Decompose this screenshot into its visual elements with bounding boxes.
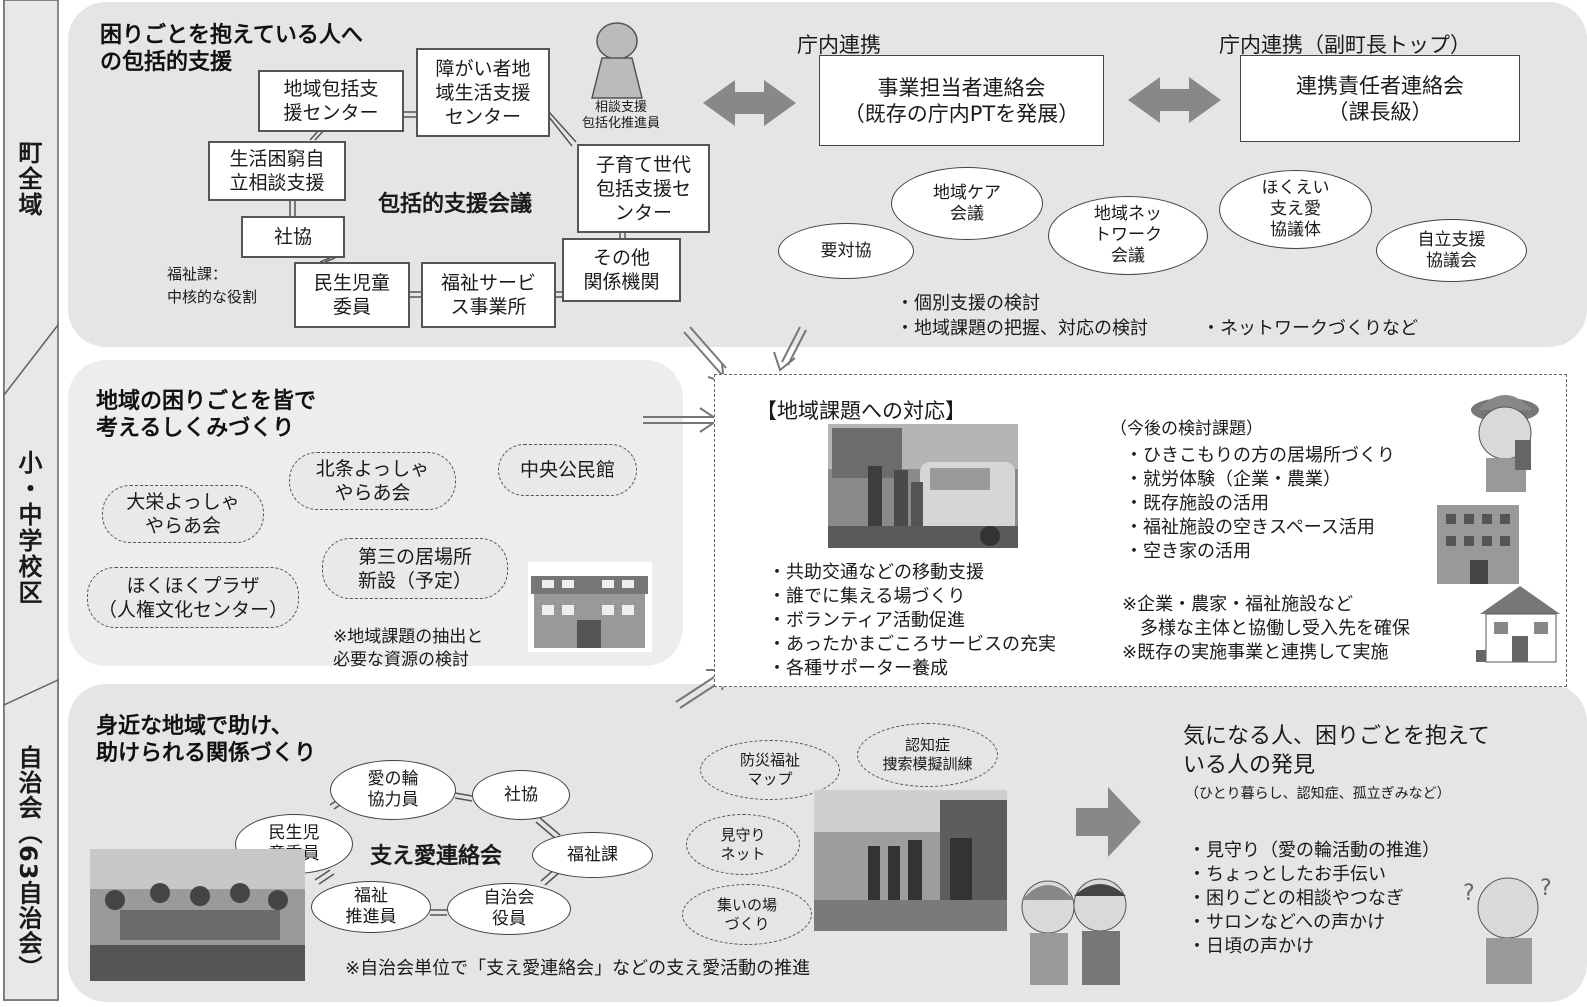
oval-hokuhoku-plaza: ほくほくプラザ （人権文化センター） xyxy=(87,567,299,628)
future-issue-item: ・福祉施設の空きスペース活用 xyxy=(1125,517,1375,538)
box-minsei-iin: 民生児童 委員 xyxy=(294,262,410,328)
axis-label-school: 小・中学校区 xyxy=(14,450,42,606)
discover-item: ・サロンなどへの声かけ xyxy=(1188,912,1386,933)
future-issues-list: ・ひきこもりの方の居場所づくり ・就労体験（企業・農業） ・既存施設の活用 ・福… xyxy=(1125,444,1395,564)
band2-note: ※地域課題の抽出と 必要な資源の検討 xyxy=(333,627,484,670)
band3-title: 身近な地域で助け、 助けられる関係づくり xyxy=(96,714,317,766)
oval-chuo-kominkan: 中央公民館 xyxy=(498,444,637,496)
oval-chiiki-care: 地域ケア 会議 xyxy=(891,167,1043,240)
oval-tsudoi-ba: 集いの場 づくり xyxy=(682,884,812,945)
center-note-2: ※既存の実施事業と連携して実施 xyxy=(1122,642,1389,663)
center-bullet: ・共助交通などの移動支援 xyxy=(768,562,984,583)
center-note-1: ※企業・農家・福祉施設など 多様な主体と協働し受入先を確保 xyxy=(1122,594,1410,639)
band3-note: ※自治会単位で「支え愛連絡会」などの支え愛活動の推進 xyxy=(345,958,811,979)
oval-bosai-map: 防災福祉 マップ xyxy=(700,740,840,800)
future-issue-item: ・ひきこもりの方の居場所づくり xyxy=(1125,445,1395,466)
box-shakyo: 社協 xyxy=(241,216,345,258)
center-box-title: 【地域課題への対応】 xyxy=(756,399,966,423)
oval-ring-shakyo: 社協 xyxy=(472,770,570,820)
oval-mimamori-net: 見守り ネット xyxy=(686,814,800,875)
future-issue-item: ・既存施設の活用 xyxy=(1125,493,1269,514)
center-bullet: ・誰でに集える場づくり xyxy=(768,586,966,607)
oval-jiritsu-shien: 自立支援 協議会 xyxy=(1376,219,1527,282)
chonai-label: 庁内連携 xyxy=(797,33,881,57)
box-kosodate-center: 子育て世代 包括支援セ ンター xyxy=(577,144,710,233)
discover-item: ・困りごとの相談やつなぎ xyxy=(1188,888,1404,909)
discover-item: ・日頃の声かけ xyxy=(1188,936,1314,957)
discover-subtitle: （ひとり暮らし、認知症、孤立ぎみなど） xyxy=(1185,786,1451,802)
future-issue-item: ・空き家の活用 xyxy=(1125,541,1251,562)
oval-daisan-ibasho: 第三の居場所 新設（予定） xyxy=(322,538,508,599)
future-issues-title: （今後の検討課題） xyxy=(1110,419,1263,439)
oval-daiei-yossha: 大栄よっしゃ やらあ会 xyxy=(102,485,264,543)
houkatsu-meeting-label: 包括的支援会議 xyxy=(378,192,533,217)
box-seikatsu-konkyu: 生活困窮自 立相談支援 xyxy=(208,141,346,201)
welfare-division-note: 福祉課： 中核的な役割 xyxy=(167,265,258,306)
box-jigyo-tanto-meeting: 事業担当者連絡会 （既存の庁内PTを発展） xyxy=(819,55,1104,146)
band1-bullet-3: ・ネットワークづくりなど xyxy=(1202,318,1418,339)
oval-ring-minsei: 民生児 童委員 xyxy=(235,814,353,874)
oval-ring-suishin: 福祉 推進員 xyxy=(311,881,431,933)
sasaeai-meeting-label: 支え愛連絡会 xyxy=(370,844,503,869)
center-bullet: ・ボランティア活動促進 xyxy=(768,610,965,631)
discover-item: ・ちょっとしたお手伝い xyxy=(1188,864,1386,885)
box-shogai-center: 障がい者地 域生活支援 センター xyxy=(416,48,550,137)
chonai2-label: 庁内連携（副町長トップ） xyxy=(1219,33,1471,57)
box-sonota-kikan: その他 関係機関 xyxy=(562,238,681,302)
center-bullet-list: ・共助交通などの移動支援 ・誰でに集える場づくり ・ボランティア活動促進 ・あっ… xyxy=(768,561,1056,681)
box-renkei-sekinin-meeting: 連携責任者連絡会 （課長級） xyxy=(1240,55,1520,142)
band1-bullet-2: ・地域課題の把握、対応の検討 xyxy=(896,318,1148,339)
center-bullet: ・あったかまごころサービスの充実 xyxy=(768,634,1056,655)
oval-chiiki-network: 地域ネッ トワーク 会議 xyxy=(1048,196,1208,275)
axis-label-assoc: 自治会（63自治会） xyxy=(14,745,42,981)
oval-youtaikyo: 要対協 xyxy=(778,223,914,279)
box-houkatsu-center: 地域包括支 援センター xyxy=(258,70,404,132)
band2-title: 地域の困りごとを皆で 考えるしくみづくり xyxy=(96,389,317,441)
discover-list: ・見守り（愛の輪活動の推進） ・ちょっとしたお手伝い ・困りごとの相談やつなぎ … xyxy=(1188,839,1440,959)
oval-ring-jichikai: 自治会 役員 xyxy=(447,883,571,935)
discover-title: 気になる人、困りごとを抱えて いる人の発見 xyxy=(1183,724,1490,778)
oval-hojo-yossha: 北条よっしゃ やらあ会 xyxy=(289,452,456,510)
center-bullet: ・各種サポーター養成 xyxy=(768,658,948,679)
oval-ainowa-kyoryokuin: 愛の輪 協力員 xyxy=(330,760,456,820)
band1-bullet-1: ・個別支援の検討 xyxy=(896,293,1040,314)
oval-ring-fukushika: 福祉課 xyxy=(532,832,653,878)
oval-ninchisho-training: 認知症 捜索模擬訓練 xyxy=(857,723,998,787)
oval-hokuei-sasaeai: ほくえい 支え愛 協議体 xyxy=(1219,170,1372,249)
box-fukushi-service: 福祉サービ ス事業所 xyxy=(421,262,556,328)
axis-label-town: 町全域 xyxy=(14,140,42,218)
band1-title: 困りごとを抱えている人へ の包括的支援 xyxy=(100,23,363,75)
future-issue-item: ・就労体験（企業・農業） xyxy=(1125,469,1341,490)
promoter-label: 相談支援 包括化推進員 xyxy=(581,100,660,131)
discover-item: ・見守り（愛の輪活動の推進） xyxy=(1188,840,1440,861)
